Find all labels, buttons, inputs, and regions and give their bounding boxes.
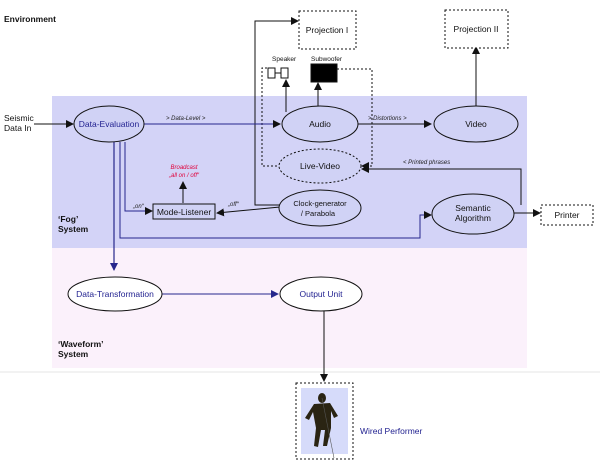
semantic-algorithm-label-2: Algorithm	[455, 213, 491, 223]
distortions-edge-label: > Distortions >	[368, 116, 407, 122]
broadcast-label-2: „all on / off“	[168, 173, 200, 179]
speaker-left-icon	[267, 67, 276, 79]
edge-dashed-subwoofer-livevideo	[337, 68, 373, 170]
environment-title: Environment	[4, 14, 56, 24]
projection-2-label: Projection II	[454, 24, 499, 34]
projection-1-label: Projection I	[306, 25, 349, 35]
edge-semantic-to-livevideo	[361, 165, 522, 205]
edge-clock-to-projection1	[254, 17, 299, 206]
speaker-label: Speaker	[272, 56, 297, 63]
mode-listener-node[interactable]	[152, 203, 216, 220]
printer-node[interactable]	[540, 204, 594, 226]
data-transformation-label: Data-Transformation	[76, 289, 154, 299]
projection-2-node[interactable]	[444, 9, 509, 49]
data-transformation-node[interactable]	[67, 276, 163, 312]
output-unit-label: Output Unit	[300, 289, 344, 299]
subwoofer-icon	[310, 63, 338, 83]
edge-dashed-livevideo-projection	[261, 67, 281, 167]
seismic-input-label-2: Data In	[4, 123, 32, 133]
clock-generator-label: Clock-generator	[293, 199, 347, 208]
semantic-algorithm-label: Semantic	[455, 203, 491, 213]
edge-evaluation-to-mode	[124, 142, 153, 215]
performer-wire	[321, 397, 335, 459]
live-video-label: Live-Video	[300, 161, 340, 171]
output-unit-node[interactable]	[279, 276, 363, 312]
data-evaluation-node[interactable]	[73, 105, 145, 143]
broadcast-label: Broadcast	[170, 165, 197, 171]
data-evaluation-label: Data-Evaluation	[79, 119, 140, 129]
fog-system-label-2: System	[58, 224, 89, 234]
audio-label: Audio	[309, 119, 331, 129]
subwoofer-label: Subwoofer	[311, 56, 343, 63]
video-node[interactable]	[433, 105, 519, 143]
waveform-system-label-2: System	[58, 349, 89, 359]
projection-1-node[interactable]	[298, 10, 357, 50]
data-level-edge-label: > Data-Level >	[166, 116, 206, 122]
seismic-input-label: Seismic	[4, 113, 35, 123]
waveform-system-label: ‘Waveform’	[58, 339, 104, 349]
on-edge-label: „on“	[132, 204, 145, 210]
clock-generator-label-2: / Parabola	[301, 209, 336, 218]
printer-label: Printer	[554, 210, 579, 220]
off-edge-label: „off“	[227, 202, 240, 208]
video-label: Video	[465, 119, 487, 129]
speaker-right-icon	[280, 67, 289, 79]
mode-listener-label: Mode-Listener	[157, 207, 212, 217]
printed-phrases-edge-label: < Printed phrases	[403, 160, 450, 166]
fog-system-label: ‘Fog’	[58, 214, 78, 224]
edge-evaluation-to-semantic	[119, 142, 432, 239]
audio-node[interactable]	[281, 105, 359, 143]
semantic-algorithm-node[interactable]	[431, 193, 515, 235]
edge-clock-to-mode	[216, 206, 281, 217]
live-video-node[interactable]	[278, 148, 362, 184]
clock-generator-node[interactable]	[278, 189, 362, 227]
wired-performer-label: Wired Performer	[360, 426, 423, 436]
